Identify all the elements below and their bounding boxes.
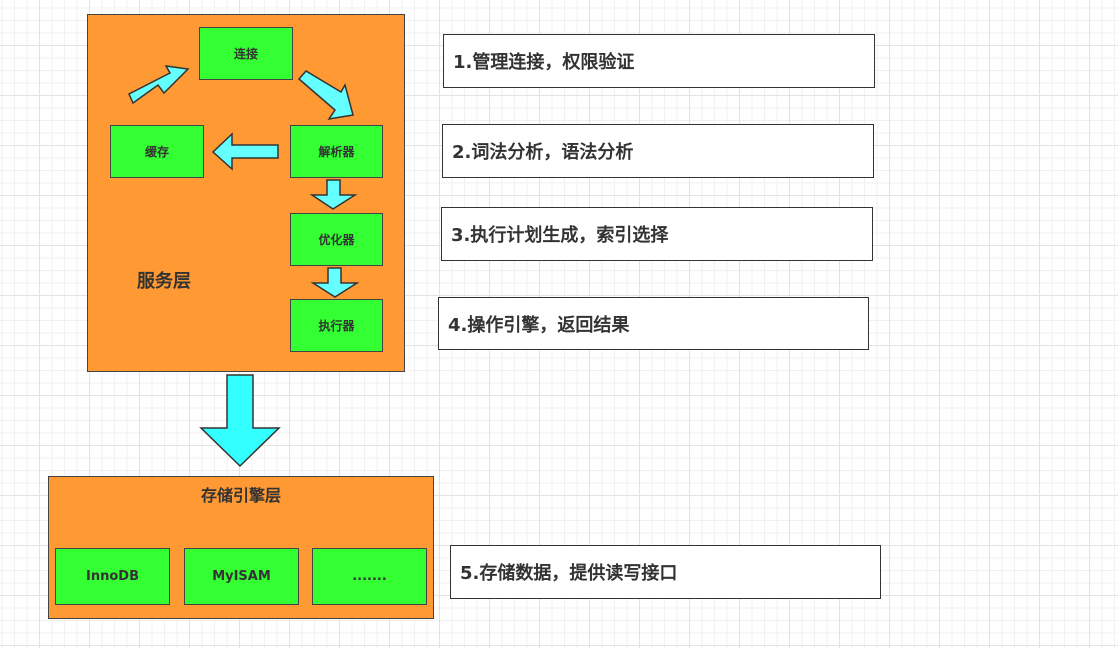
engine-myisam: MyISAM	[184, 548, 299, 605]
executor-node: 执行器	[290, 299, 383, 352]
cache-node: 缓存	[110, 125, 204, 178]
optimizer-node: 优化器	[290, 213, 383, 266]
note-connection: 1.管理连接，权限验证	[443, 34, 875, 88]
connection-node: 连接	[199, 27, 293, 80]
parser-node: 解析器	[290, 125, 383, 178]
note-parsing: 2.词法分析，语法分析	[442, 124, 874, 178]
storage-layer-title: 存储引擎层	[200, 486, 281, 505]
note-optimization: 3.执行计划生成，索引选择	[441, 207, 873, 261]
arrow-service-to-storage-icon	[199, 374, 281, 468]
service-layer-title: 服务层	[137, 271, 191, 292]
note-execution: 4.操作引擎，返回结果	[438, 297, 869, 350]
engine-more: .......	[312, 548, 427, 605]
note-storage: 5.存储数据，提供读写接口	[450, 545, 881, 599]
engine-innodb: InnoDB	[55, 548, 170, 605]
